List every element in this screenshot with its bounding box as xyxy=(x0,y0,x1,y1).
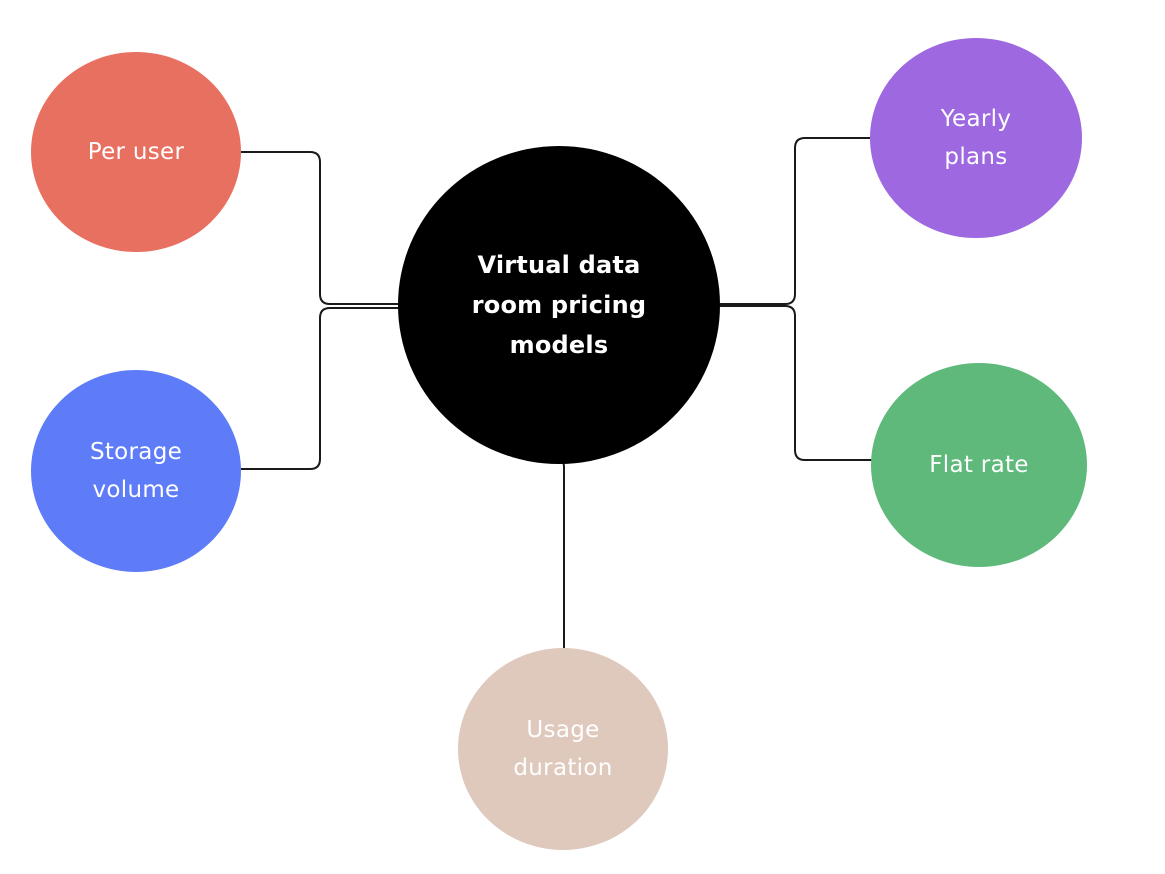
connector-yearly-plans xyxy=(720,137,872,305)
node-flat-rate-label: Flat rate xyxy=(929,452,1029,478)
node-usage-duration-label: Usage duration xyxy=(513,717,613,781)
center-node-label: Virtual data room pricing models xyxy=(471,251,647,359)
connector-storage-volume xyxy=(241,307,400,470)
node-per-user: Per user xyxy=(31,52,241,252)
node-yearly-plans-label: Yearly plans xyxy=(940,106,1012,170)
node-flat-rate: Flat rate xyxy=(871,363,1087,567)
node-storage-volume: Storage volume xyxy=(31,370,241,572)
connector-usage-duration xyxy=(555,458,565,648)
node-per-user-label: Per user xyxy=(87,139,185,165)
node-yearly-plans: Yearly plans xyxy=(870,38,1082,238)
connector-flat-rate xyxy=(720,305,872,461)
node-storage-volume-label: Storage volume xyxy=(89,439,183,503)
node-usage-duration: Usage duration xyxy=(458,648,668,850)
center-node: Virtual data room pricing models xyxy=(398,146,720,464)
connector-per-user xyxy=(241,151,400,305)
